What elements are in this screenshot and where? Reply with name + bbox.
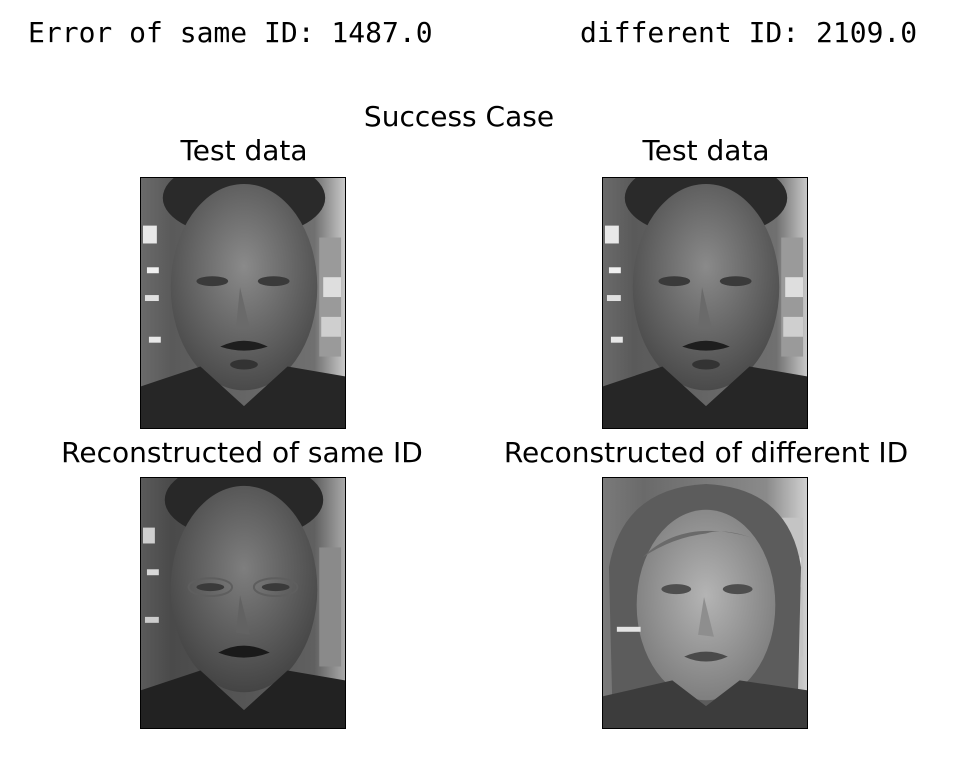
face-image-woman-reconstructed bbox=[603, 478, 807, 728]
test-data-image-right bbox=[602, 177, 808, 429]
panel-title-test-data-left: Test data bbox=[180, 134, 308, 167]
panel-title-test-data-right: Test data bbox=[642, 134, 770, 167]
face-image-man bbox=[141, 178, 345, 428]
panel-title-reconstructed-same-id: Reconstructed of same ID bbox=[61, 436, 423, 469]
face-image-man-reconstructed bbox=[141, 478, 345, 728]
panel-title-reconstructed-different-id: Reconstructed of different ID bbox=[503, 436, 909, 469]
figure-title: Success Case bbox=[363, 100, 555, 133]
test-data-image-left bbox=[140, 177, 346, 429]
reconstructed-different-id-image bbox=[602, 477, 808, 729]
reconstructed-same-id-image bbox=[140, 477, 346, 729]
same-id-error-text: Error of same ID: 1487.0 bbox=[28, 16, 433, 49]
face-image-man bbox=[603, 178, 807, 428]
different-id-error-text: different ID: 2109.0 bbox=[580, 16, 918, 49]
